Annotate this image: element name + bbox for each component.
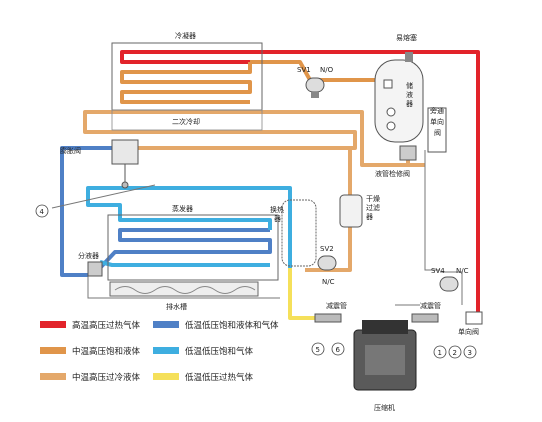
legend-swatch-low-temp-mix <box>153 321 179 328</box>
compressor <box>353 320 417 391</box>
legend: 高温高压过热气体 低温低压饱和液体和气体 中温高压饱和液体 低温低压饱和气体 中… <box>40 320 279 383</box>
label-drain-pan: 排水槽 <box>166 302 187 311</box>
legend-label-low-temp-superheated: 低温低压过热气体 <box>185 372 254 383</box>
pipe-low-temp-gas <box>86 186 292 268</box>
callout-5: 5 <box>316 346 320 354</box>
label-bypass-1: 旁通 <box>430 106 444 115</box>
label-sv1: SV1 <box>297 66 311 74</box>
distributor <box>87 261 103 277</box>
label-evaporator: 蒸发器 <box>172 204 193 213</box>
receiver <box>374 59 424 143</box>
label-heat-exchanger-2: 器 <box>274 215 281 223</box>
expansion-valve <box>111 139 139 189</box>
label-sv1-no: N/O <box>320 66 334 74</box>
pipe-mid-temp-saturated <box>120 60 375 104</box>
legend-label-mid-temp-subcooled: 中温高压过冷液体 <box>72 372 141 383</box>
label-sv2-nc: N/C <box>322 278 335 286</box>
label-heat-exchanger-1: 换热 <box>270 205 284 214</box>
label-distributor: 分液器 <box>78 251 99 260</box>
label-filter-drier-2: 过滤 <box>366 203 380 212</box>
check-valve <box>465 311 483 325</box>
pipe-mid-temp-subcooled <box>83 110 425 272</box>
legend-swatch-low-temp-superheated <box>153 373 179 380</box>
legend-label-mid-temp-saturated: 中温高压饱和液体 <box>72 346 141 357</box>
label-receiver-2: 液 <box>406 90 413 99</box>
filter-drier <box>339 194 363 228</box>
label-sv2: SV2 <box>320 245 334 253</box>
heat-exchanger <box>281 199 317 267</box>
legend-swatch-low-temp-gas <box>153 347 179 354</box>
legend-label-high-temp-gas: 高温高压过热气体 <box>72 320 141 331</box>
label-compressor: 压缩机 <box>374 403 395 412</box>
subcooler-box <box>111 109 263 131</box>
label-filter-drier-1: 干燥 <box>366 194 380 203</box>
callout-6: 6 <box>336 346 341 354</box>
label-condenser: 冷凝器 <box>175 31 196 40</box>
label-fusible-plug: 易熔塞 <box>396 33 417 42</box>
label-damper-left: 减震管 <box>326 301 347 310</box>
pipe-low-temp-superheated <box>288 268 330 320</box>
label-check-valve: 单向阀 <box>458 327 479 336</box>
label-damper-right: 减震管 <box>420 301 441 310</box>
label-subcooler: 二次冷却 <box>172 117 200 126</box>
label-receiver-1: 储 <box>406 81 413 90</box>
label-sv4-nc: N/C <box>456 267 469 275</box>
control-lines <box>51 150 463 306</box>
liquid-service-valve <box>399 145 417 161</box>
callout-4: 4 <box>40 208 45 216</box>
damper-right <box>411 313 439 323</box>
damper-left <box>314 313 342 323</box>
callout-2: 2 <box>453 349 457 357</box>
bypass-check-valve <box>427 107 447 153</box>
legend-swatch-high-temp-gas <box>40 321 66 328</box>
sv4-valve <box>439 276 459 292</box>
label-receiver-3: 器 <box>406 100 413 108</box>
fusible-plug <box>405 52 413 62</box>
label-expansion-valve: 膨胀阀 <box>60 146 81 155</box>
callout-1: 1 <box>438 349 442 357</box>
evaporator-box <box>107 214 279 281</box>
legend-swatch-mid-temp-saturated <box>40 347 66 354</box>
drain-pan <box>109 281 259 297</box>
pipe-low-temp-mix <box>60 146 272 277</box>
label-sv4: SV4 <box>431 267 445 275</box>
label-bypass-3: 阀 <box>434 128 441 137</box>
sv1-valve <box>305 77 325 98</box>
callout-3: 3 <box>468 349 472 357</box>
callout-markers <box>35 204 477 359</box>
legend-label-low-temp-mix: 低温低压饱和液体和气体 <box>185 320 279 331</box>
legend-swatch-mid-temp-subcooled <box>40 373 66 380</box>
label-filter-drier-3: 器 <box>366 213 373 221</box>
legend-label-low-temp-gas: 低温低压饱和气体 <box>185 346 254 357</box>
sv2-valve <box>317 255 337 271</box>
label-bypass-2: 单向 <box>430 117 444 126</box>
label-liquid-service-valve: 液管检修阀 <box>375 169 410 178</box>
